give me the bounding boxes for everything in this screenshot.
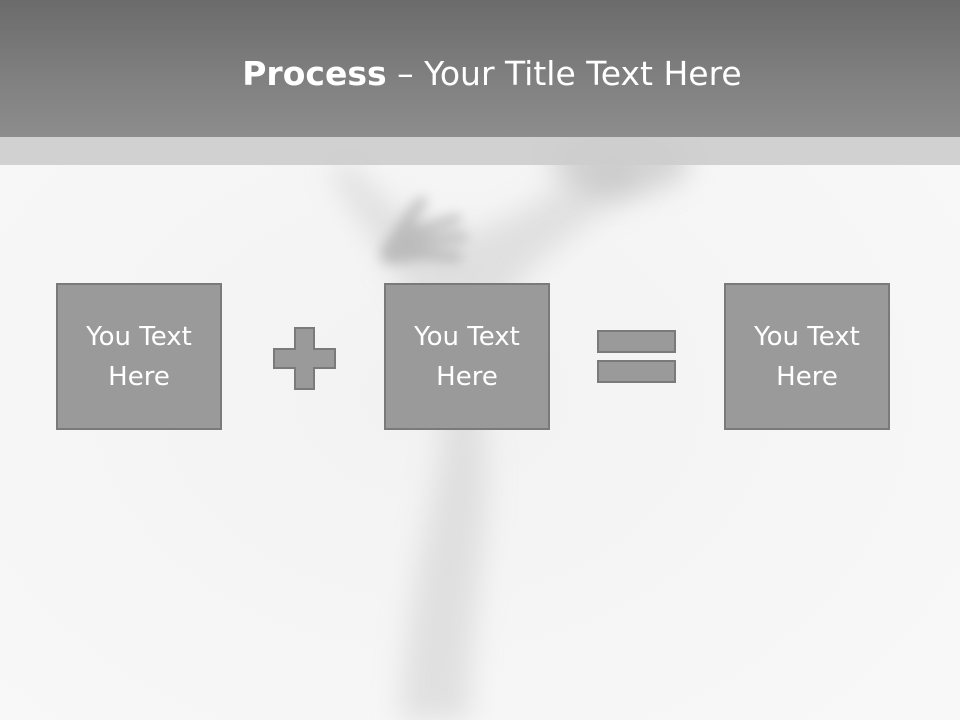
process-box-1: You Text Here (56, 283, 222, 430)
header-bar (0, 0, 960, 137)
process-box-2: You Text Here (384, 283, 550, 430)
plus-icon (273, 327, 336, 390)
process-box-3: You Text Here (724, 283, 890, 430)
title-rest-text: – Your Title Text Here (386, 54, 742, 93)
process-box-2-label: You Text Here (414, 321, 520, 392)
slide-title: Process – Your Title Text Here (0, 52, 960, 96)
equals-icon (597, 330, 676, 383)
title-bold-text: Process (242, 54, 387, 93)
process-box-1-label: You Text Here (86, 321, 192, 392)
process-box-3-label: You Text Here (754, 321, 860, 392)
header-accent-bar (0, 137, 960, 165)
